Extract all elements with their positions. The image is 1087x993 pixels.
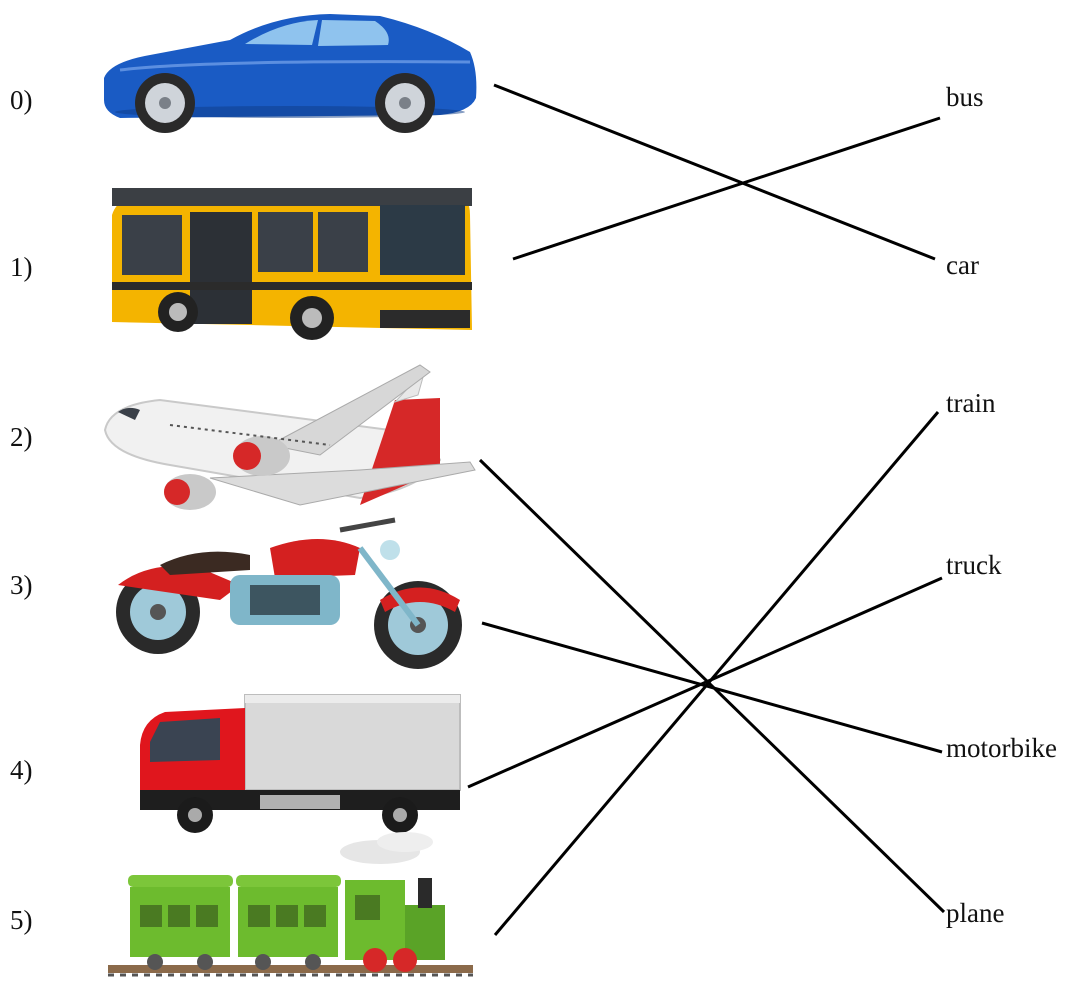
match-line-bus [512,116,941,261]
item-number-3: 3) [10,570,33,600]
plane-picture [103,364,476,510]
word-car: car [946,250,979,280]
motorbike-picture [116,517,462,669]
match-line-truck [467,576,943,789]
item-number-4: 4) [10,755,33,785]
bus-picture [112,188,472,340]
word-motorbike: motorbike [946,733,1057,763]
word-train: train [946,388,996,418]
word-truck: truck [946,550,1002,580]
truck-picture [140,694,461,833]
item-number-1: 1) [10,252,33,282]
match-line-motorbike [481,621,943,754]
word-plane: plane [946,898,1005,928]
word-bus: bus [946,82,984,112]
car-picture [104,14,477,133]
item-number-2: 2) [10,422,33,452]
match-line-train [493,411,940,936]
match-line-car [493,83,936,261]
item-number-0: 0) [10,85,33,115]
train-picture [108,832,473,977]
item-number-5: 5) [10,905,33,935]
